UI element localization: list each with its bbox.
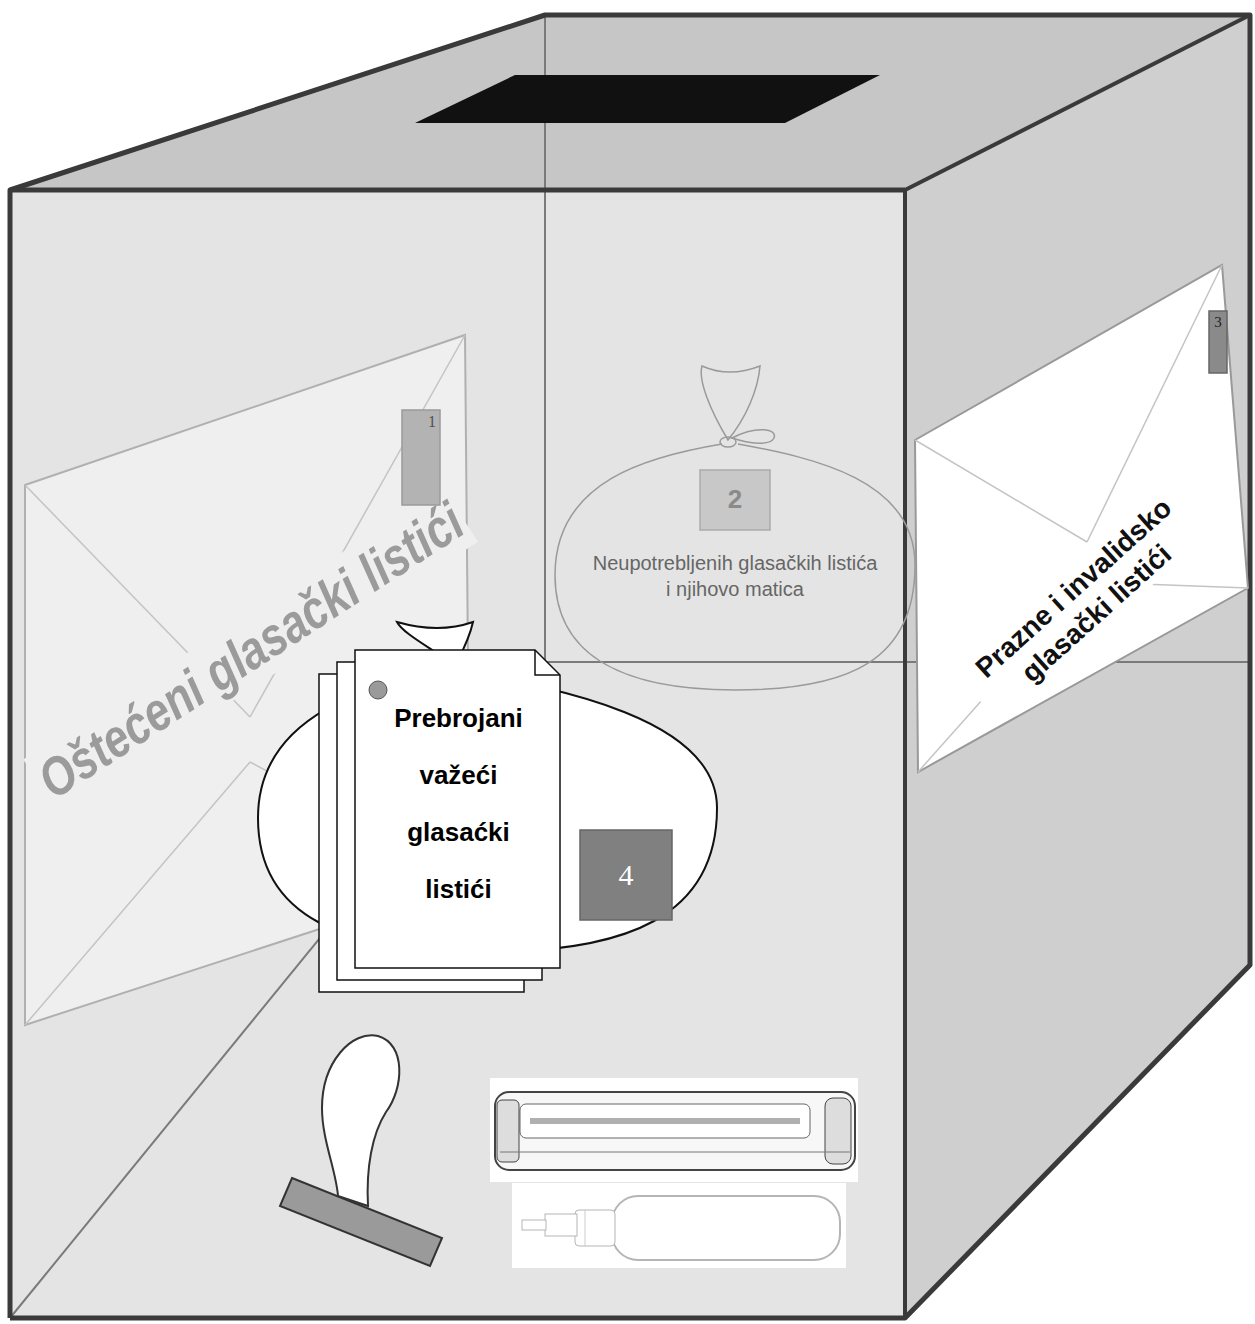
- bottle-ground: [512, 1183, 846, 1268]
- callout-square: [580, 830, 672, 920]
- bag-label: Neupotrebljenih glasačkih listića i njih…: [590, 550, 880, 602]
- bag-outline: [555, 444, 915, 690]
- box-front-face: [10, 190, 905, 1318]
- lamp-line: [500, 1152, 850, 1153]
- stamp-handle: [322, 1035, 399, 1206]
- lamp-body: [495, 1092, 855, 1170]
- lamp-cap: [497, 1100, 519, 1162]
- box-hidden-edge: [545, 661, 1250, 663]
- uv-lamp: [490, 1078, 858, 1182]
- bottle-body: [612, 1196, 840, 1260]
- stack-label: Prebrojani važeći glasaćki listići: [376, 690, 541, 918]
- bottle-line: [585, 1210, 586, 1246]
- box-outer-edge: [903, 190, 907, 1318]
- callout-square: [700, 470, 770, 530]
- bottle-cap: [575, 1210, 615, 1246]
- callout-number: 2: [700, 470, 770, 530]
- callout-box: 2: [700, 470, 770, 530]
- callout-number: 1: [402, 410, 440, 505]
- bag-outline: [701, 366, 760, 440]
- bottle-nozzle: [522, 1220, 546, 1230]
- bag-outline: [732, 430, 774, 444]
- callout-number: 4: [580, 830, 672, 920]
- ballot-stack: Prebrojani važeći glasaćki listići: [355, 650, 560, 968]
- envelope: Prazne i invalidsko glasački listići3: [912, 262, 1252, 777]
- spray-bottle: [512, 1183, 846, 1268]
- ballot-sheet: [355, 650, 560, 968]
- box-outer-edge: [905, 15, 1250, 190]
- lamp-tube: [530, 1118, 800, 1124]
- page-fold: [535, 650, 560, 675]
- box-outer-edge: [10, 15, 1250, 1318]
- rubber-stamp: [280, 1035, 442, 1266]
- callout-square: [402, 410, 440, 505]
- callout-box: 3: [1209, 311, 1227, 373]
- box-outer-edge: [10, 188, 905, 193]
- envelope-body: [915, 265, 1248, 772]
- ballot-slot: [415, 75, 880, 123]
- bag: Neupotrebljenih glasačkih listića i njih…: [550, 360, 920, 695]
- callout-square: [1209, 311, 1227, 373]
- bottle-head: [545, 1214, 577, 1236]
- box-right-face: [905, 15, 1250, 1318]
- callout-box: 1: [402, 410, 440, 505]
- envelope-flap: [915, 440, 1087, 542]
- callout-box: 4: [580, 830, 672, 920]
- bag-knot: [720, 437, 736, 447]
- callout-number: 3: [1209, 311, 1227, 373]
- lamp-ground: [490, 1078, 858, 1182]
- ballot-stack-outline: [355, 650, 560, 968]
- lamp-window: [520, 1104, 810, 1138]
- page-dot: [369, 681, 387, 699]
- bag: Prebrojani važeći glasaćki listići 4: [255, 618, 720, 958]
- lamp-cap: [825, 1098, 851, 1164]
